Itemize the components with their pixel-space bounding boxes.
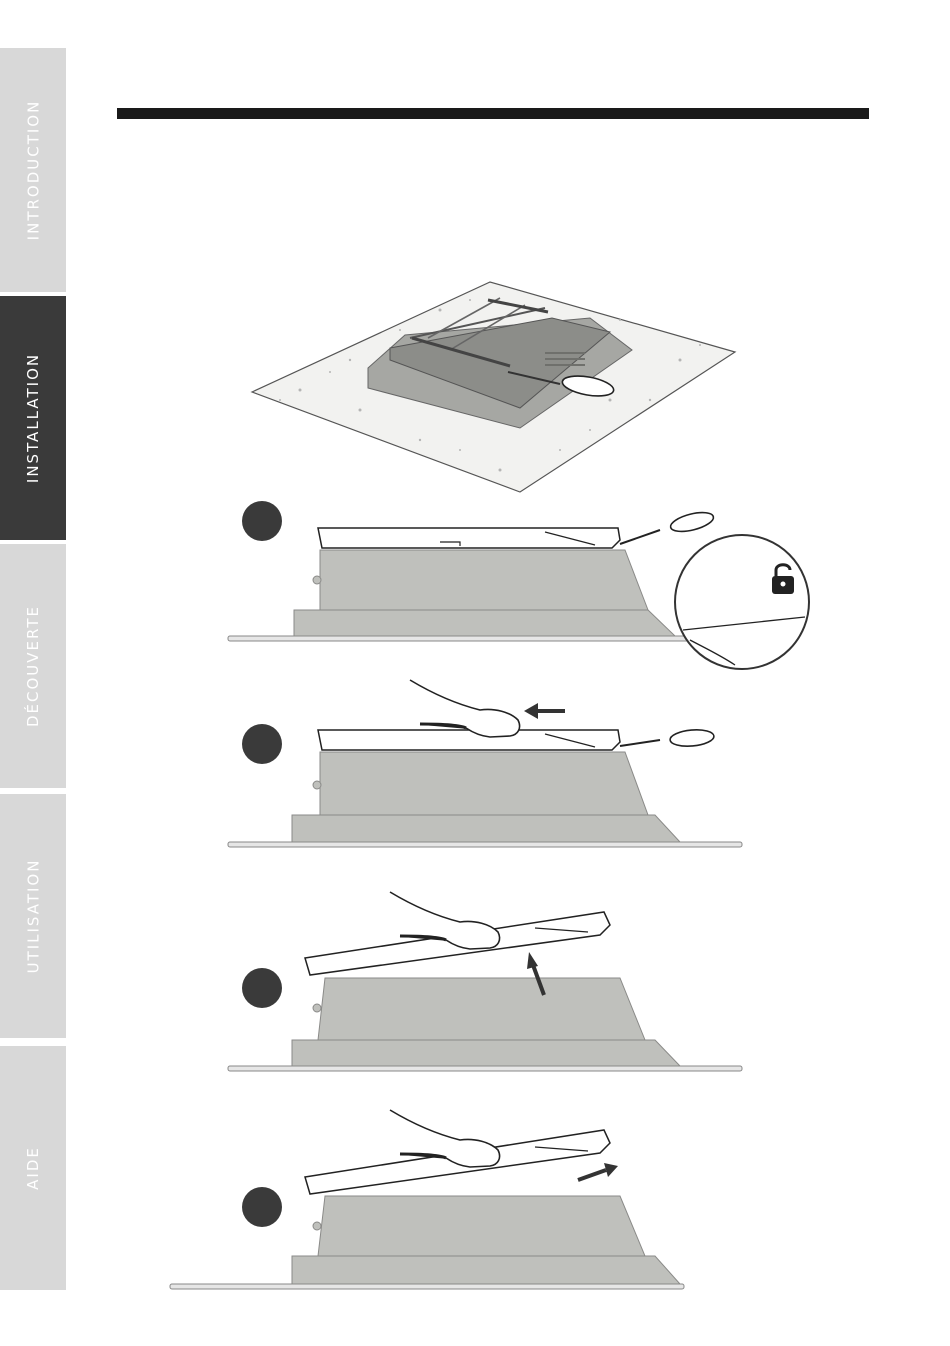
step-marker [242,501,282,541]
detail-zoom [675,535,809,669]
arrow-icon [578,1163,618,1180]
step-4 [170,1110,684,1289]
wall-mounted-heater-view [252,282,735,492]
step-1 [228,501,809,669]
hand-icon [390,892,500,949]
step-2 [228,680,742,847]
arrow-icon [524,703,565,719]
step-3 [228,892,742,1071]
screwdriver-icon [620,530,660,544]
step-marker [242,724,282,764]
step-marker [242,1187,282,1227]
step-marker [242,968,282,1008]
hand-icon [390,1110,500,1167]
hand-icon [410,680,520,737]
